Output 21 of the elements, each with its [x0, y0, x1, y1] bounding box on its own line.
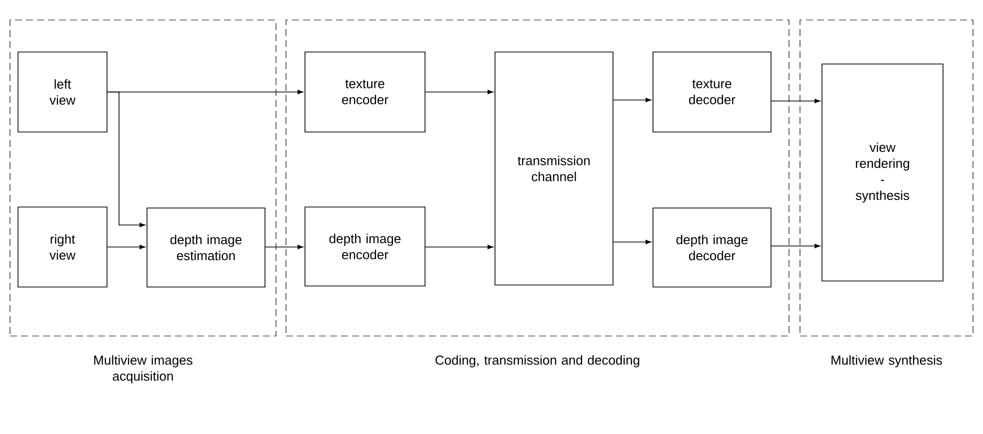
process-box: transmission channel	[494, 52, 614, 286]
group-label: Coding, transmission and decoding	[436, 355, 640, 368]
arrow	[265, 244, 304, 250]
process-box: depth image encoder	[304, 206, 426, 286]
arrow	[107, 92, 146, 228]
arrow	[425, 90, 494, 94]
process-box: right view	[18, 206, 108, 288]
process-box: texture encoder	[304, 52, 426, 132]
arrow	[107, 244, 146, 250]
process-box: depth image estimation	[146, 208, 266, 288]
arrow	[613, 240, 652, 244]
process-box: depth image decoder	[652, 208, 772, 288]
arrow	[771, 98, 820, 104]
process-box: view rendering - synthesis	[822, 64, 944, 282]
group-label: Multiview synthesis	[832, 355, 942, 368]
process-box: left view	[18, 52, 108, 132]
arrow	[613, 98, 652, 102]
arrow	[425, 244, 494, 250]
arrow	[771, 244, 820, 248]
process-box: texture decoder	[652, 52, 772, 132]
group-label: Multiview images acquisition	[94, 355, 192, 384]
